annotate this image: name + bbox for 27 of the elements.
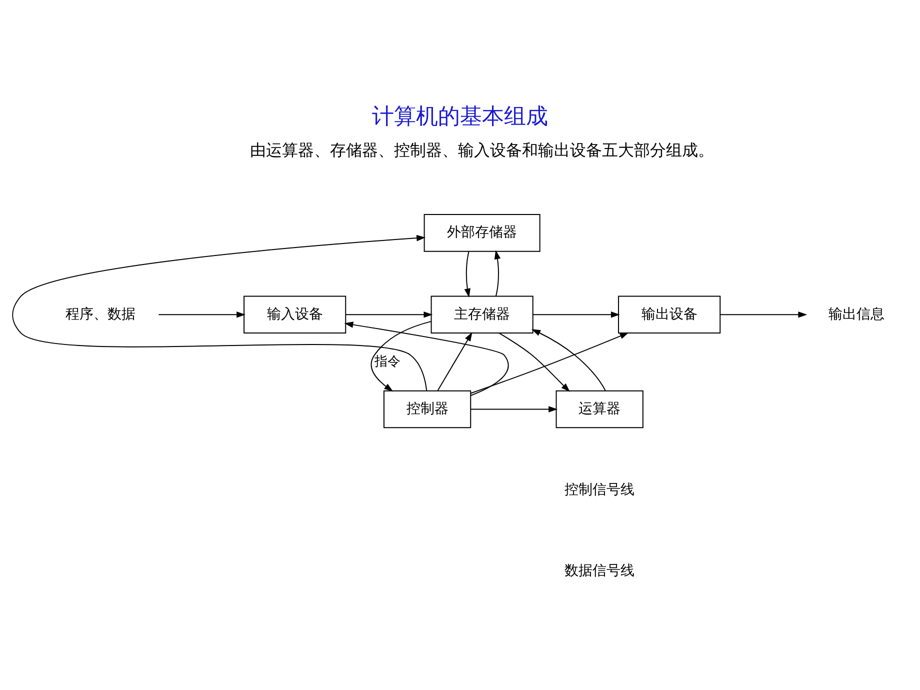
arrow	[470, 406, 558, 412]
legend-label: 控制信号线	[564, 482, 635, 498]
arrow	[532, 310, 620, 318]
diagram-title: 计算机的基本组成	[372, 104, 548, 129]
node-box: 输入设备	[244, 295, 346, 334]
arrow	[12, 234, 428, 391]
arrow	[158, 310, 246, 318]
node-box: 外部存储器	[424, 214, 540, 252]
node-text: 程序、数据	[66, 306, 136, 322]
node-box: 输出设备	[618, 295, 721, 334]
node-box: 运算器	[556, 390, 644, 428]
node-text: 输出信息	[828, 306, 885, 322]
node-box: 主存储器	[430, 295, 534, 334]
arrow	[470, 332, 629, 394]
arrow	[345, 310, 433, 318]
arrow	[464, 250, 470, 297]
arrow	[532, 328, 606, 391]
arrow	[370, 320, 432, 392]
edge-label: 指令	[374, 354, 400, 369]
arrow	[494, 250, 501, 296]
node-box: 控制器	[383, 390, 472, 428]
arrow	[344, 321, 509, 396]
arrow	[498, 332, 570, 392]
label: 由运算器、存储器、控制器、输入设备和输出设备五大部分组成。	[250, 140, 714, 160]
arrow	[720, 310, 808, 318]
legend-label: 数据信号线	[564, 562, 635, 578]
arrow	[437, 332, 472, 391]
